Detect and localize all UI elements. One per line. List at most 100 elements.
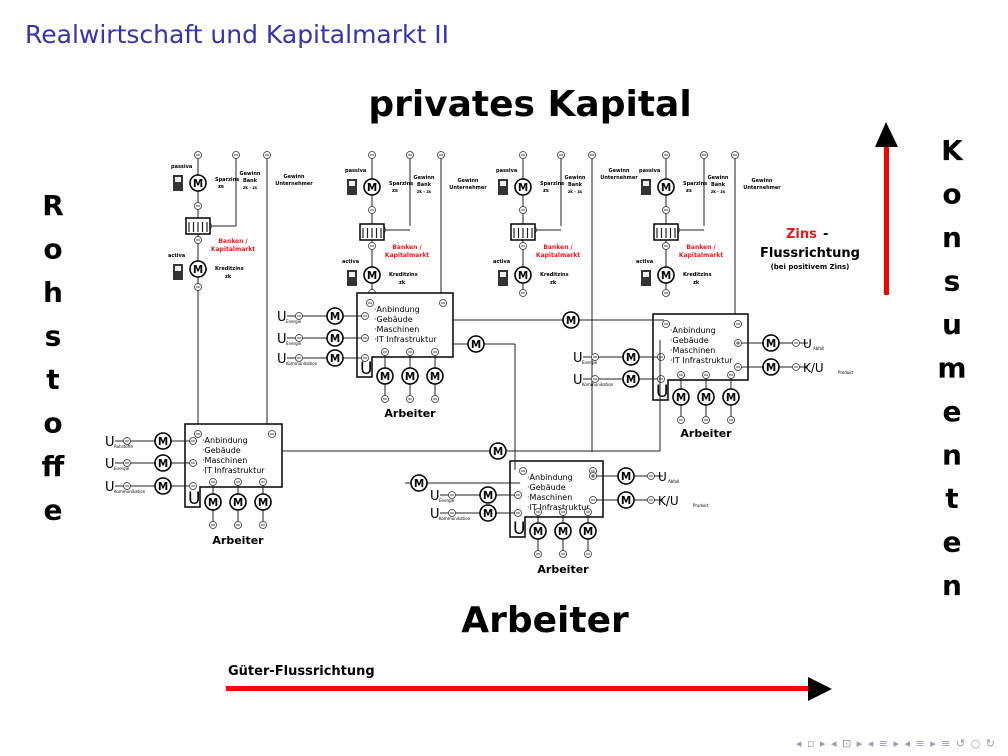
balance-sheet-detail xyxy=(500,272,506,277)
motor-icon xyxy=(154,432,172,450)
label: zk xyxy=(693,280,700,286)
company-item: ·Maschinen xyxy=(527,493,572,502)
motor-label: M xyxy=(430,371,440,383)
company-box xyxy=(184,423,283,508)
motor-icon xyxy=(467,335,485,353)
company-item: ·Gebäude xyxy=(527,483,566,492)
utility-subscript: Energie xyxy=(286,341,302,346)
company-item: ·Gebäude xyxy=(202,446,241,455)
consumer-subscript: Produkt xyxy=(838,370,854,375)
consumers-letter: n xyxy=(942,439,962,472)
utility-label: U xyxy=(277,332,287,347)
motor-icon xyxy=(154,454,172,472)
interest-label-dash: - xyxy=(823,227,828,242)
workers-label: Arbeiter xyxy=(680,427,732,440)
motor-label: M xyxy=(626,374,636,386)
raw-materials-letter: o xyxy=(43,407,62,440)
company-item: ·IT Infrastruktur xyxy=(527,503,590,512)
label: activa xyxy=(493,259,510,265)
motor-icon xyxy=(762,334,780,352)
motor-icon xyxy=(617,467,635,485)
label: Unternehmer xyxy=(600,175,638,181)
label: Kreditzins xyxy=(683,272,712,278)
motor-label: M xyxy=(583,526,593,538)
raw-materials-letter: o xyxy=(43,233,62,266)
label: activa xyxy=(168,253,185,259)
label: passiva xyxy=(639,168,660,174)
label: passiva xyxy=(496,168,517,174)
motor-label: M xyxy=(258,497,268,509)
motor-label: M xyxy=(367,182,377,194)
label: Gewinn xyxy=(609,168,630,174)
motor-icon xyxy=(657,266,675,284)
motor-label: M xyxy=(676,392,686,404)
motor-label: M xyxy=(533,526,543,538)
company-u-label: U xyxy=(188,489,200,509)
label: zs xyxy=(218,184,224,190)
utility-label: U xyxy=(105,435,115,450)
nav-section-icon[interactable]: ◂ ≡ ▸ xyxy=(867,737,900,750)
motor-label: M xyxy=(726,392,736,404)
label: Kreditzins xyxy=(540,272,569,278)
goods-flow-arrow-shaft xyxy=(226,686,811,691)
motor-label: M xyxy=(621,471,631,483)
consumers-letter: u xyxy=(942,308,962,341)
balance-sheet-detail xyxy=(500,181,506,186)
utility-label: U xyxy=(430,489,440,504)
nav-frame-icon[interactable]: ◂ ▫ ▸ xyxy=(795,737,827,750)
motor-label: M xyxy=(233,497,243,509)
utility-label: U xyxy=(277,352,287,367)
motor-icon xyxy=(326,329,344,347)
balance-sheet-detail xyxy=(643,181,649,186)
balance-sheet-detail xyxy=(349,181,355,186)
motor-icon xyxy=(229,493,247,511)
balance-sheet-icon xyxy=(641,270,651,286)
motor-label: M xyxy=(518,270,528,282)
consumer-label: K/U xyxy=(803,361,824,375)
motor-icon xyxy=(697,388,715,406)
consumers-letter: n xyxy=(942,569,962,602)
motor-icon xyxy=(579,522,597,540)
company-item: ·IT Infrastruktur xyxy=(670,356,733,365)
motor-icon xyxy=(514,178,532,196)
interest-flow-arrow-shaft xyxy=(884,145,889,295)
label: Gewinn xyxy=(458,178,479,184)
label: zk - zs xyxy=(243,185,258,190)
balance-sheet-icon xyxy=(173,175,183,191)
utility-label: U xyxy=(430,507,440,522)
motor-icon xyxy=(622,370,640,388)
header-private-capital: privates Kapital xyxy=(368,84,691,125)
utility-subscript: Kommunikation xyxy=(286,361,318,366)
nav-doc-icon[interactable]: ◂ ≡ ▸ xyxy=(904,737,937,750)
consumers-letter: t xyxy=(945,482,958,515)
beamer-navigation[interactable]: ◂ ▫ ▸ ◂ ⊡ ▸ ◂ ≡ ▸ ◂ ≡ ▸ ≡ ↺ ○ ↻ xyxy=(796,737,996,750)
label: zk xyxy=(399,280,406,286)
label: Gewinn xyxy=(708,175,729,181)
motor-label: M xyxy=(661,182,671,194)
consumers-letter: n xyxy=(942,221,962,254)
label: Banken / xyxy=(218,238,248,245)
motor-icon xyxy=(254,493,272,511)
motor-icon xyxy=(401,367,419,385)
consumer-label: U xyxy=(803,337,812,351)
label: zk xyxy=(550,280,557,286)
balance-sheet-icon xyxy=(173,264,183,280)
balance-sheet-icon xyxy=(498,270,508,286)
label: Unternehmer xyxy=(449,185,487,191)
label: zk xyxy=(225,274,232,280)
nav-search-icon[interactable]: ↺ ○ ↻ xyxy=(955,737,996,750)
nav-subsection-icon[interactable]: ◂ ⊡ ▸ xyxy=(830,737,864,750)
motor-icon xyxy=(479,486,497,504)
utility-subscript: Energie xyxy=(582,360,598,365)
utility-label: U xyxy=(573,373,583,388)
label: Sparzins xyxy=(389,181,413,187)
utility-label: U xyxy=(105,480,115,495)
balance-sheet-detail xyxy=(175,266,181,271)
balance-sheet-detail xyxy=(643,272,649,277)
nav-toc-icon[interactable]: ≡ xyxy=(941,737,952,750)
motor-icon xyxy=(426,367,444,385)
motor-icon xyxy=(554,522,572,540)
motor-icon xyxy=(326,307,344,325)
motor-icon xyxy=(376,367,394,385)
